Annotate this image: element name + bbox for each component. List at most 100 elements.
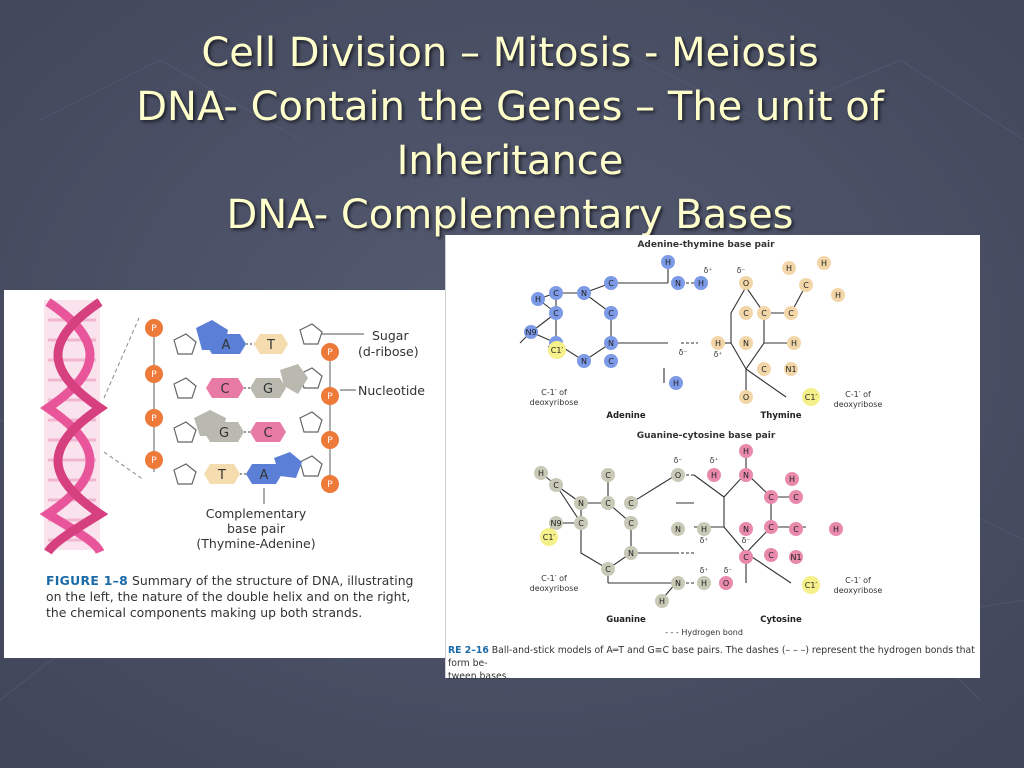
- atom-label: O: [723, 579, 729, 588]
- atom-label: N: [743, 471, 749, 480]
- phosphate-label: P: [151, 370, 157, 380]
- atom-label: C: [608, 357, 614, 366]
- atom-label: N: [581, 357, 587, 366]
- title-line-2: DNA- Contain the Genes – The unit of: [136, 84, 884, 130]
- atom-label: C: [605, 499, 611, 508]
- atom-label: H: [711, 471, 717, 480]
- atom-label: C: [605, 471, 611, 480]
- c1-label: C1′: [805, 581, 818, 590]
- atom-label: C: [761, 309, 767, 318]
- atom-label: H: [791, 339, 797, 348]
- atom-label: H: [673, 379, 679, 388]
- base-letter: C: [220, 382, 229, 397]
- atom-label: C: [768, 523, 774, 532]
- guanine-label: Guanine: [606, 615, 646, 625]
- delta-plus-label: δ⁺: [710, 456, 719, 465]
- delta-minus-label: δ⁻: [737, 266, 746, 275]
- atom-label: C: [743, 309, 749, 318]
- base-pair-1: [196, 320, 288, 354]
- figure-1-8-caption-text: Summary of the structure of DNA, illustr…: [46, 573, 414, 620]
- atom-label: N1: [785, 365, 796, 374]
- atom-label: C: [608, 279, 614, 288]
- phosphate-label: P: [151, 414, 157, 424]
- base-pair-2: [206, 364, 308, 398]
- atom-label: C: [628, 499, 634, 508]
- base-letter: T: [217, 468, 226, 483]
- c1-desc: C-1′ of: [541, 574, 567, 583]
- base-letter: A: [260, 468, 269, 483]
- nucleotide-label: Nucleotide: [358, 383, 425, 398]
- atom-label: H: [789, 475, 795, 484]
- title-line-3: Inheritance: [396, 138, 624, 184]
- base-pair-4: [204, 452, 302, 484]
- complementary-label: (Thymine-Adenine): [196, 536, 315, 551]
- delta-minus-label: δ⁻: [724, 566, 733, 575]
- atom-label: H: [821, 259, 827, 268]
- base-letter: G: [263, 382, 273, 397]
- delta-plus-label: δ⁺: [714, 350, 723, 359]
- atom-label: N: [743, 525, 749, 534]
- delta-minus-label: δ⁻: [674, 456, 683, 465]
- atom-label: H: [535, 295, 541, 304]
- slide-title: Cell Division – Mitosis - Meiosis DNA- C…: [60, 26, 960, 242]
- sugar-label: Sugar: [372, 328, 409, 343]
- atom-label: C: [793, 493, 799, 502]
- atom-label: O: [743, 393, 749, 402]
- atom-label: H: [698, 279, 704, 288]
- atom-label: C: [553, 309, 559, 318]
- atom-label: H: [715, 339, 721, 348]
- base-letter: C: [263, 426, 272, 441]
- delta-plus-label: δ⁺: [700, 566, 709, 575]
- atom-label: N1: [790, 553, 801, 562]
- phosphates-right: [321, 343, 339, 493]
- phosphate-label: P: [327, 436, 333, 446]
- c1-label: C1′: [551, 346, 564, 355]
- adenine-atoms: [524, 255, 708, 390]
- phosphate-label: P: [327, 480, 333, 490]
- atom-label: C: [608, 309, 614, 318]
- atom-label: N: [581, 289, 587, 298]
- atom-label: C: [553, 481, 559, 490]
- double-helix: [39, 298, 109, 555]
- atom-label: C: [605, 565, 611, 574]
- atom-label: C: [803, 281, 809, 290]
- c1-desc: C-1′ of: [845, 390, 871, 399]
- cytosine-label: Cytosine: [760, 615, 802, 625]
- sugar-sublabel: (d-ribose): [358, 344, 419, 359]
- at-title: Adenine-thymine base pair: [637, 240, 775, 250]
- figure-2-16-caption-lead: RE 2–16: [448, 645, 489, 656]
- atom-label: N: [628, 549, 634, 558]
- phosphate-label: P: [327, 348, 333, 358]
- atom-label: N: [675, 279, 681, 288]
- atom-label: C: [793, 525, 799, 534]
- complementary-label: Complementary: [206, 506, 307, 521]
- atom-label: C: [788, 309, 794, 318]
- delta-plus-label: δ⁺: [704, 266, 713, 275]
- atom-label: N: [743, 339, 749, 348]
- atom-label: N: [608, 339, 614, 348]
- phosphate-label: P: [151, 456, 157, 466]
- figure-1-8-panel: P P P P P P P P: [4, 290, 446, 658]
- atom-label: C: [628, 519, 634, 528]
- guanine-atoms: [534, 466, 711, 608]
- atom-label: O: [743, 279, 749, 288]
- atom-label: H: [833, 525, 839, 534]
- base-letter: G: [219, 426, 229, 441]
- atom-label: C: [553, 289, 559, 298]
- atom-label: H: [786, 264, 792, 273]
- delta-plus-label: δ⁺: [700, 536, 709, 545]
- atom-label: H: [665, 258, 671, 267]
- figure-1-8-caption-lead: FIGURE 1–8: [46, 573, 129, 588]
- c1-label: C1′: [543, 533, 556, 542]
- atom-label: H: [659, 597, 665, 606]
- phosphates-left: [145, 319, 163, 469]
- base-pair-3: [194, 410, 286, 442]
- figure-1-8-caption: FIGURE 1–8 Summary of the structure of D…: [46, 573, 426, 621]
- c1-desc: deoxyribose: [834, 400, 883, 409]
- figure-2-16-caption: RE 2–16 Ball-and-stick models of A═T and…: [448, 644, 976, 683]
- c1-desc: C-1′ of: [845, 576, 871, 585]
- atom-label: O: [675, 471, 681, 480]
- delta-minus-label: δ⁻: [679, 348, 688, 357]
- adenine-label: Adenine: [606, 411, 645, 421]
- figure-2-16-panel: Adenine-thymine base pair Guanine-cytosi…: [446, 235, 980, 682]
